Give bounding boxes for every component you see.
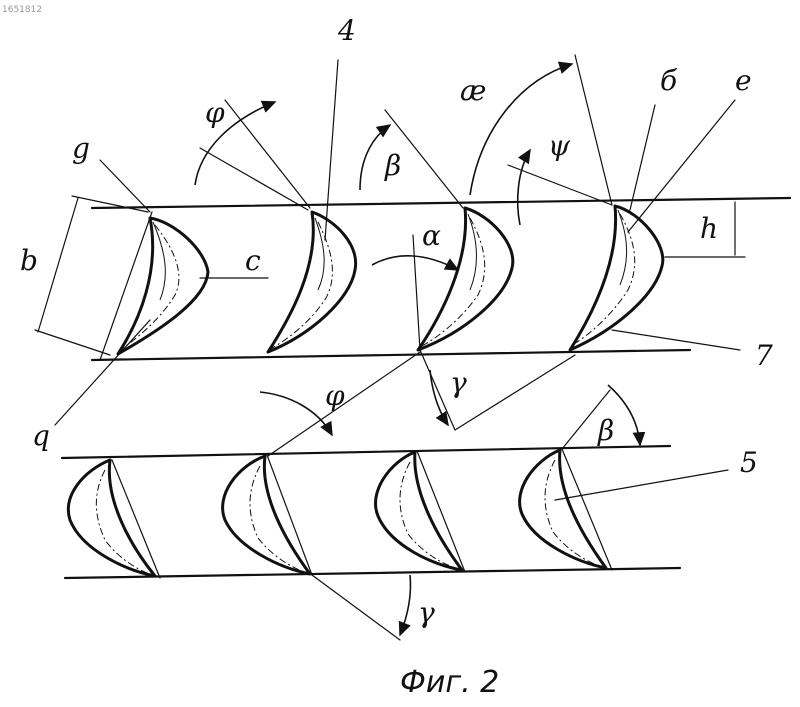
phi-top-line-1 [200,148,308,210]
label-4-leader-line [325,60,338,240]
phi-top-line-2 [225,100,310,208]
label-gamma-mid: γ [450,366,467,399]
label-beta-low: β [597,414,614,447]
label-4: 4 [337,14,356,47]
upper-row-top-line [92,198,790,208]
label-phi-top: φ [205,96,225,129]
lower-row-bottom-line [65,568,680,578]
b-dimension-line [38,198,78,332]
phi-low-arc [260,392,332,435]
gamma-low-line [312,575,400,640]
b-extension-bottom [35,330,110,355]
label-b: b [20,244,38,277]
upper-blade-1 [100,212,208,360]
label-e: e [735,64,752,97]
label-kappa: æ [460,74,486,107]
lower-blade-3 [376,451,465,572]
label-psi: ψ [548,129,571,162]
lower-row-top-line [62,446,670,458]
gamma-low-arc [400,575,411,635]
label-g: g [72,132,90,165]
gamma-mid-line-2 [455,355,575,430]
label-6: б [660,64,678,97]
label-c: c [245,244,261,277]
label-alpha: α [422,219,441,252]
upper-blade-4 [570,206,663,350]
label-beta-top: β [384,149,401,182]
q-leader-line [55,320,150,425]
label-gamma-low: γ [418,596,435,629]
psi-line [508,165,612,205]
label-q: q [32,419,50,452]
label-5: 5 [740,446,758,479]
label-6-leader-line [630,105,655,210]
label-h: h [700,212,718,245]
upper-blade-2 [268,212,356,352]
lower-blade-4 [520,449,612,570]
upper-row-bottom-line [92,350,690,360]
lower-blade-2 [223,455,312,575]
kappa-line [575,55,612,205]
label-phi-low: φ [325,379,345,412]
document-number: 1651812 [2,5,42,15]
label-7: 7 [755,339,773,372]
lower-blade-1 [68,460,160,578]
label-7-leader-line [612,330,740,350]
label-e-leader-line [628,100,735,232]
alpha-line [413,235,420,350]
figure-caption: Фиг. 2 [400,665,499,700]
psi-arc [518,150,530,225]
g-leader-line [100,160,150,212]
label-5-leader-line [555,470,728,500]
